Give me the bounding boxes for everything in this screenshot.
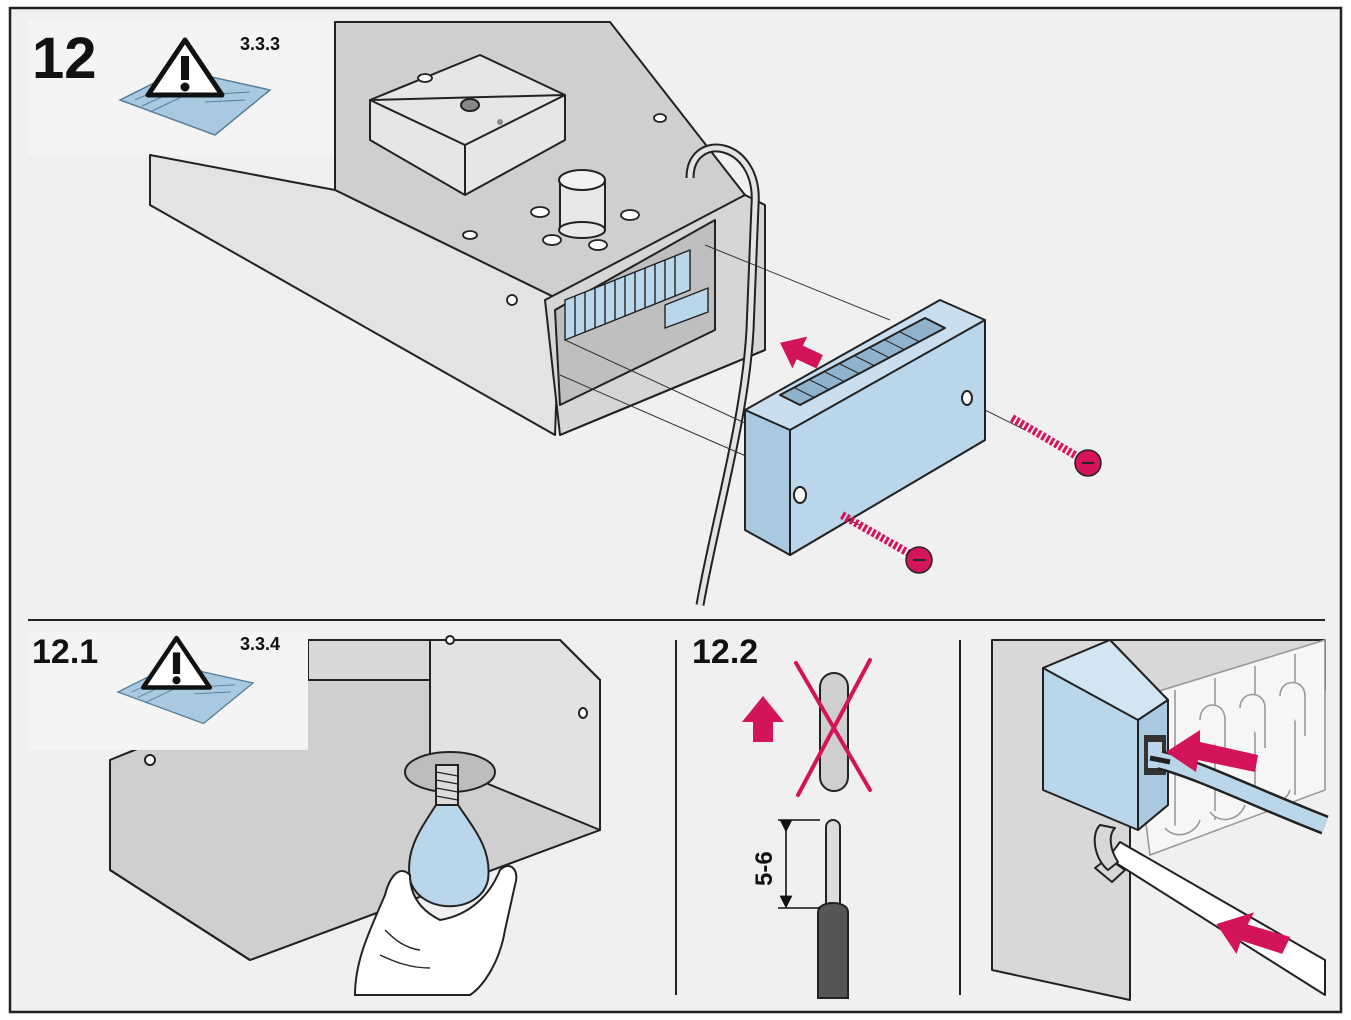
wire-stripped [817,819,849,999]
panel-step-12: 12 3.3.3 [28,20,1102,606]
warning-triangle-manual-icon [118,37,272,136]
panel-step-12-1: 12.1 3.3.4 [28,632,601,996]
module-screws [840,414,1102,574]
magenta-arrow-icon [1166,730,1258,772]
plug-in-module [744,299,986,556]
cross-out-icon [794,658,872,797]
housing-underside [109,635,601,961]
screw-right [1009,414,1102,477]
hand [353,865,518,996]
manual-reference: 3.3.4 [240,634,280,654]
panel-terminal-insertion [991,638,1329,1001]
screw-left [840,511,933,574]
inner-cover-box [369,54,566,196]
capacitor-cylinder [558,169,606,239]
screwdriver [1093,824,1326,996]
step-number: 12.2 [692,633,758,671]
mounting-holes [417,73,667,306]
magenta-arrow-icon [1216,912,1291,954]
light-bulb [408,764,490,908]
magenta-arrow-icon [742,696,784,742]
terminal-strip [564,248,709,342]
step-number: 12 [32,26,97,91]
panel-step-12-2: 12.2 5-6 [692,633,872,999]
strip-length-label: 5-6 [751,851,778,886]
insert-direction-arrow [780,336,823,369]
manual-reference: 3.3.3 [240,34,280,54]
step-number: 12.1 [32,633,98,671]
alignment-lines [559,244,1026,526]
terminal-clamp [1042,639,1169,831]
warning-triangle-manual-icon [116,635,255,725]
strip-length-dimension [778,819,820,909]
